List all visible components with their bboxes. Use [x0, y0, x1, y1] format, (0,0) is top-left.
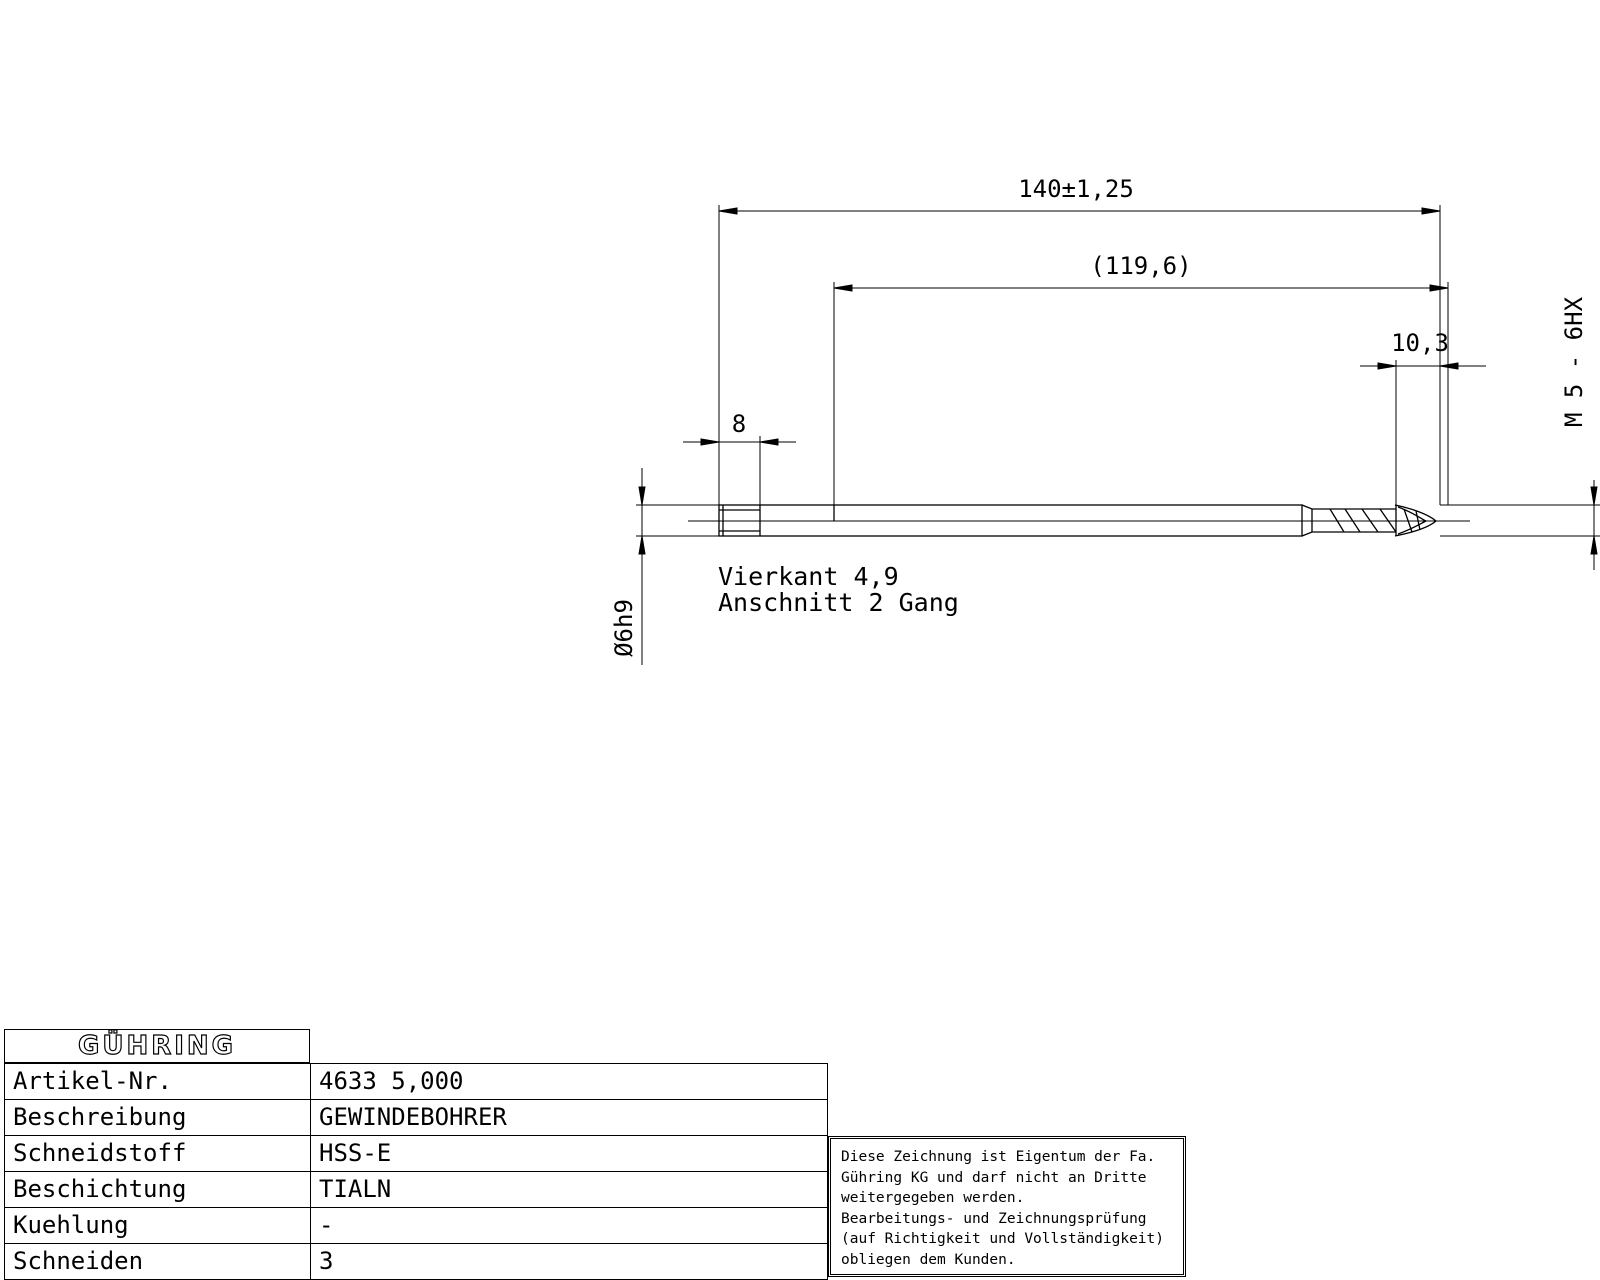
logo-text: GÜHRING — [77, 1030, 236, 1061]
company-logo: GÜHRING — [4, 1029, 310, 1063]
row-value: GEWINDEBOHRER — [310, 1099, 828, 1136]
title-block-row: Kuehlung- — [4, 1207, 828, 1244]
row-label: Schneidstoff — [4, 1135, 311, 1172]
total-length-label: 140±1,25 — [1018, 175, 1134, 203]
notice-line: Gühring KG und darf nicht an Dritte — [841, 1169, 1147, 1186]
row-label: Artikel-Nr. — [4, 1063, 311, 1100]
square-length-label: 8 — [732, 410, 746, 438]
dimension-lines — [636, 205, 1600, 665]
row-value: 3 — [310, 1243, 828, 1280]
technical-drawing: 140±1,25 (119,6) 10,3 8 Ø6h9 M 5 - 6HX V… — [610, 175, 1600, 665]
notice-line: (auf Richtigkeit und Vollständigkeit) — [841, 1231, 1165, 1247]
row-value: - — [310, 1207, 828, 1244]
notice-line: Bearbeitungs- und Zeichnungsprüfung — [841, 1210, 1147, 1227]
row-label: Beschreibung — [4, 1099, 311, 1136]
shank-diameter-label: Ø6h9 — [610, 599, 638, 657]
notice-line: weitergegeben werden. — [841, 1190, 1025, 1206]
row-value: TIALN — [310, 1171, 828, 1208]
note-chamfer: Anschnitt 2 Gang — [718, 588, 959, 617]
notice-line: Diese Zeichnung ist Eigentum der Fa. — [841, 1149, 1156, 1165]
flute-length-label: (119,6) — [1090, 252, 1191, 280]
thread-length-label: 10,3 — [1391, 329, 1449, 357]
row-label: Beschichtung — [4, 1171, 311, 1208]
row-value: HSS-E — [310, 1135, 828, 1172]
copyright-notice: Diese Zeichnung ist Eigentum der Fa. Gühr… — [828, 1136, 1186, 1277]
tool-outline — [688, 504, 1470, 537]
thread-size-label: M 5 - 6HX — [1560, 296, 1588, 427]
title-block-row: Artikel-Nr.4633 5,000 — [4, 1063, 828, 1100]
row-label: Kuehlung — [4, 1207, 311, 1244]
note-square-size: Vierkant 4,9 — [718, 562, 899, 591]
notice-line: obliegen dem Kunden. — [841, 1251, 1016, 1268]
row-label: Schneiden — [4, 1243, 311, 1280]
row-value: 4633 5,000 — [310, 1063, 828, 1100]
